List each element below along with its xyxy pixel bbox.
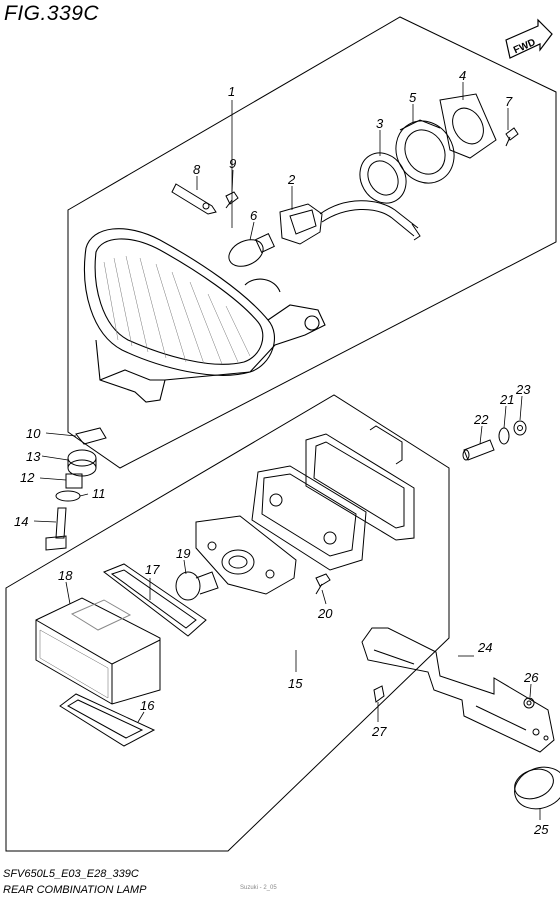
socket-board (195, 515, 297, 595)
bolt-14 (45, 507, 67, 551)
callout-21: 21 (499, 392, 514, 407)
collar-12 (65, 473, 83, 489)
callout-1: 1 (228, 84, 235, 99)
tail-lamp-housing (83, 228, 326, 403)
nut-26 (523, 697, 535, 709)
callout-25: 25 (533, 822, 549, 837)
lens-cover-18 (35, 597, 161, 705)
gasket-17 (102, 563, 207, 637)
callout-22: 22 (473, 412, 489, 427)
callout-20: 20 (317, 606, 333, 621)
footer-watermark: Suzuki - 2_05 (240, 885, 277, 891)
lamp-holder-5 (395, 119, 455, 184)
bulb-socket (279, 200, 421, 245)
callout-4: 4 (459, 68, 466, 83)
callout-14: 14 (14, 514, 28, 529)
callout-17: 17 (145, 562, 160, 577)
rear-gasket (305, 425, 415, 541)
washer-11 (55, 490, 81, 502)
callout-27: 27 (371, 724, 387, 739)
callout-10: 10 (26, 426, 41, 441)
leader-lines (33, 82, 541, 820)
bracket-8 (171, 183, 217, 215)
gasket-16 (59, 693, 156, 747)
bracket-24 (361, 627, 555, 753)
assembly-1-outline (67, 16, 557, 469)
screw-9 (225, 191, 239, 209)
figure-title: FIG.339C (4, 2, 100, 25)
callout-12: 12 (20, 470, 35, 485)
footer-figure-code: SFV650L5_E03_E28_339C (3, 868, 139, 880)
reflector-25 (514, 766, 560, 810)
spacer-22 (462, 439, 495, 461)
lamp-ring-3 (359, 152, 407, 204)
callout-13: 13 (26, 449, 41, 464)
callout-2: 2 (287, 172, 296, 187)
callout-18: 18 (58, 568, 73, 583)
callout-labels: 1 2 3 4 5 6 7 8 9 10 11 12 13 14 15 16 1… (14, 68, 549, 837)
callout-8: 8 (193, 162, 201, 177)
clip-27 (373, 685, 385, 703)
cushion-13 (67, 449, 97, 477)
fwd-arrow-icon: FWD (505, 18, 553, 59)
screw-7 (505, 127, 519, 147)
callout-26: 26 (523, 670, 539, 685)
nut-23 (513, 420, 527, 436)
callout-3: 3 (376, 116, 384, 131)
callout-6: 6 (250, 208, 258, 223)
cushion-10 (75, 427, 107, 445)
gasket-4 (439, 93, 497, 159)
callout-5: 5 (409, 90, 417, 105)
tail-bulb (228, 233, 275, 267)
assembly-15-outline (5, 394, 450, 852)
bulb-19 (175, 571, 219, 601)
callout-23: 23 (515, 382, 531, 397)
callout-15: 15 (288, 676, 303, 691)
footer-assembly-name: REAR COMBINATION LAMP (3, 884, 147, 896)
callout-11: 11 (92, 486, 106, 501)
callout-7: 7 (505, 94, 513, 109)
callout-9: 9 (229, 156, 236, 171)
callout-19: 19 (176, 546, 190, 561)
callout-16: 16 (140, 698, 155, 713)
screw-20 (315, 573, 331, 595)
lamp-frame (251, 465, 367, 571)
callout-24: 24 (477, 640, 492, 655)
washer-21 (498, 427, 510, 445)
